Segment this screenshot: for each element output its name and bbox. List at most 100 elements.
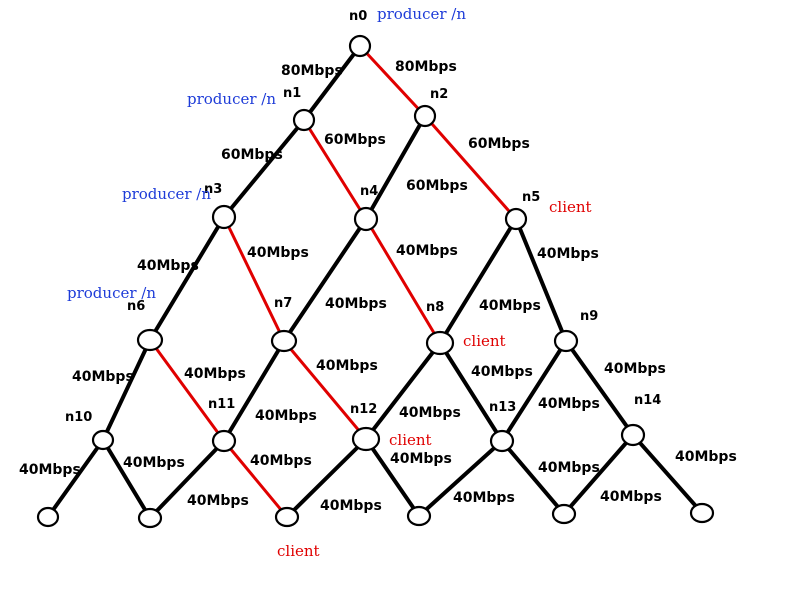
edge-n14-b5 [631, 433, 704, 515]
edge-n14-b4 [562, 433, 635, 516]
node-n7 [270, 329, 298, 353]
edge-bandwidth-label: 60Mbps [468, 136, 530, 152]
client-label: client [277, 542, 320, 560]
node-label-n11: n11 [208, 397, 235, 412]
edge-bandwidth-label: 40Mbps [320, 498, 382, 514]
edge-n13-b4 [500, 439, 566, 516]
edge-n13-b3 [417, 439, 504, 518]
node-label-n5: n5 [522, 190, 540, 205]
edge-bandwidth-label: 40Mbps [537, 246, 599, 262]
producer-label: producer /n [187, 90, 276, 108]
edge-bandwidth-label: 60Mbps [324, 132, 386, 148]
edge-bandwidth-label: 40Mbps [471, 364, 533, 380]
edge-n2-n5 [423, 114, 518, 221]
node-label-n2: n2 [430, 87, 448, 102]
labels-layer: 80Mbps 80Mbps 60Mbps 60Mbps 60Mbps 60Mbps 40Mb… [19, 5, 737, 560]
edge-n2-n4 [364, 114, 427, 221]
edge-n1-n3 [222, 118, 306, 219]
edge-n11-b2 [222, 439, 289, 519]
node-n3 [211, 204, 237, 230]
node-n8 [425, 330, 455, 356]
node-label-n10: n10 [65, 410, 92, 425]
node-label-n8: n8 [426, 300, 444, 315]
edge-n9-n14 [564, 339, 635, 437]
node-label-n0: n0 [349, 9, 367, 24]
node-b1 [137, 507, 163, 529]
edge-bandwidth-label: 40Mbps [184, 366, 246, 382]
edge-n7-n11 [222, 339, 286, 443]
edge-bandwidth-label: 40Mbps [399, 405, 461, 421]
edge-bandwidth-label: 40Mbps [316, 358, 378, 374]
edge-n3-n7 [222, 215, 286, 343]
node-n1 [292, 108, 316, 132]
edge-bandwidth-label: 40Mbps [538, 460, 600, 476]
edge-bandwidth-label: 40Mbps [187, 493, 249, 509]
edge-bandwidth-label: 40Mbps [19, 462, 81, 478]
edge-bandwidth-label: 80Mbps [281, 63, 343, 79]
edge-n4-n8 [364, 217, 442, 345]
node-label-n4: n4 [360, 184, 378, 199]
producer-label: producer /n [377, 5, 466, 23]
edge-bandwidth-label: 40Mbps [538, 396, 600, 412]
edge-n12-b3 [364, 437, 421, 518]
node-label-n1: n1 [283, 86, 301, 101]
edge-n5-n8 [438, 217, 518, 345]
node-n5 [504, 207, 528, 231]
node-n10 [91, 429, 115, 451]
edge-n8-n12 [364, 341, 442, 441]
edge-bandwidth-label: 40Mbps [137, 258, 199, 274]
edge-bandwidth-label: 40Mbps [390, 451, 452, 467]
client-label: client [463, 332, 506, 350]
nodes-layer [36, 34, 715, 529]
node-b3 [406, 505, 432, 527]
edge-n4-n7 [282, 217, 368, 343]
producer-label: producer /n [122, 185, 211, 203]
node-label-n7: n7 [274, 296, 292, 311]
edge-n12-b2 [285, 437, 368, 519]
node-n14 [620, 423, 646, 447]
edge-bandwidth-label: 40Mbps [604, 361, 666, 377]
edge-bandwidth-label: 40Mbps [600, 489, 662, 505]
edge-bandwidth-label: 40Mbps [250, 453, 312, 469]
edge-n8-n13 [438, 341, 504, 443]
edge-bandwidth-label: 40Mbps [396, 243, 458, 259]
edge-bandwidth-label: 40Mbps [123, 455, 185, 471]
edge-n3-n6 [148, 215, 226, 342]
edge-bandwidth-label: 60Mbps [406, 178, 468, 194]
node-n4 [353, 206, 379, 232]
node-n6 [136, 328, 164, 352]
node-label-n14: n14 [634, 393, 661, 408]
edge-n11-b1 [148, 439, 226, 520]
edge-bandwidth-label: 80Mbps [395, 59, 457, 75]
edge-n10-b1 [101, 438, 152, 520]
edge-n10-b0 [46, 438, 105, 519]
node-b0 [36, 506, 60, 528]
node-n11 [211, 429, 237, 453]
node-b4 [551, 503, 577, 525]
node-b2 [274, 506, 300, 528]
node-b5 [689, 502, 715, 524]
node-n0 [348, 34, 372, 58]
edge-bandwidth-label: 40Mbps [479, 298, 541, 314]
edge-bandwidth-label: 40Mbps [453, 490, 515, 506]
edge-bandwidth-label: 60Mbps [221, 147, 283, 163]
client-label: client [549, 198, 592, 216]
edge-n6-n11 [148, 338, 226, 443]
edge-n7-n12 [282, 339, 368, 441]
node-label-n3: n3 [204, 182, 222, 197]
edge-bandwidth-label: 40Mbps [325, 296, 387, 312]
edge-n9-n13 [500, 339, 568, 443]
node-label-n12: n12 [350, 402, 377, 417]
edge-n5-n9 [514, 217, 568, 343]
node-n12 [351, 426, 381, 452]
client-label: client [389, 431, 432, 449]
edge-bandwidth-label: 40Mbps [675, 449, 737, 465]
node-label-n9: n9 [580, 309, 598, 324]
node-n13 [489, 429, 515, 453]
producer-label: producer /n [67, 284, 156, 302]
edge-bandwidth-label: 40Mbps [72, 369, 134, 385]
edge-bandwidth-label: 40Mbps [247, 245, 309, 261]
edge-n0-n1 [302, 44, 362, 122]
edge-bandwidth-label: 40Mbps [255, 408, 317, 424]
